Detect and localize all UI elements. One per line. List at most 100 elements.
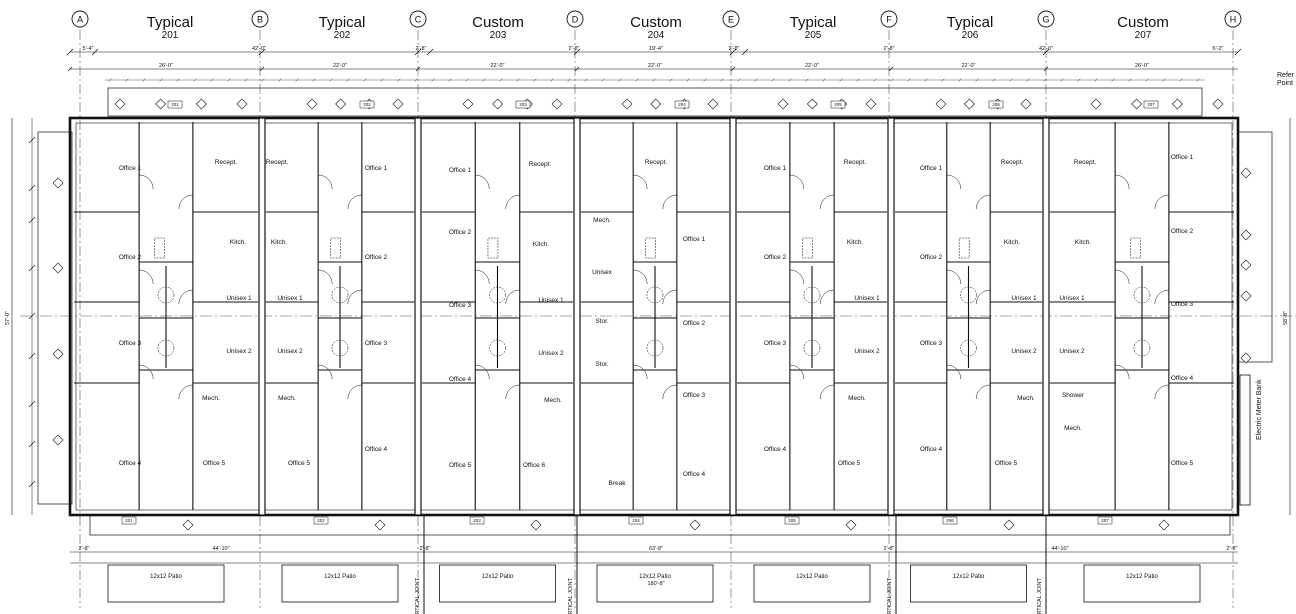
unit-number: 202 <box>334 30 351 41</box>
room-label: Office 3 <box>1171 301 1194 308</box>
window-tick <box>1196 78 1200 82</box>
unit-width-label: 22'-0" <box>333 63 347 69</box>
window-tick <box>822 78 826 82</box>
dimension-tick <box>258 48 266 56</box>
room-label: Unisex <box>592 269 613 276</box>
door-tag-label: 207 <box>1147 102 1155 107</box>
room-label: Office 5 <box>995 460 1018 467</box>
unit-number: 201 <box>162 30 179 41</box>
door-swing <box>475 269 490 285</box>
window-tag-icon <box>935 98 947 110</box>
bay-dimension-label: 2'-8" <box>884 46 895 52</box>
door-swing <box>1115 269 1130 285</box>
right-wall-bays <box>1237 131 1273 363</box>
window-tick <box>1179 78 1183 82</box>
room-label: Office 3 <box>119 340 142 347</box>
interior-wall-face <box>75 122 1233 511</box>
window-tick <box>108 78 112 82</box>
dimension-tick <box>1042 48 1050 56</box>
window-tick <box>635 78 639 82</box>
door-tag-label: 204 <box>678 102 686 107</box>
bottom-dimension-label: 44'-10" <box>212 546 229 552</box>
door-swing <box>178 289 193 305</box>
window-tick <box>1111 78 1115 82</box>
front-canopy <box>107 87 1203 117</box>
toilet-turning-circle <box>803 339 821 357</box>
kitchen-counter <box>1130 237 1141 259</box>
room-label: Stor. <box>595 361 609 368</box>
window-tick <box>1060 78 1064 82</box>
unit-number: 203 <box>490 30 507 41</box>
dimension-tick <box>28 480 36 488</box>
patio-slab <box>1083 564 1201 603</box>
room-label: Office 4 <box>449 376 472 383</box>
patio-label: 12x12 Patio <box>482 574 514 580</box>
room-label: Office 1 <box>365 165 388 172</box>
dimension-tick <box>67 66 73 72</box>
door-swing <box>662 289 677 305</box>
window-tick <box>601 78 605 82</box>
unit-number: 205 <box>805 30 822 41</box>
window-tick <box>550 78 554 82</box>
window-tag-icon <box>392 98 404 110</box>
dimension-tick <box>66 48 74 56</box>
patio-label: 12x12 Patio <box>1126 574 1158 580</box>
room-label: Unisex 1 <box>1011 295 1037 302</box>
door-tag-label: 206 <box>992 102 1000 107</box>
grid-bubble-label: C <box>415 14 422 24</box>
door-tag <box>942 516 958 525</box>
dimension-tick <box>28 264 36 272</box>
kitchen-counter <box>958 237 970 259</box>
toilet-turning-circle <box>331 339 349 357</box>
unit-titles-layer: Typical201Typical202Custom203Custom204Ty… <box>147 14 1169 41</box>
toilet-turning-circle <box>1133 339 1151 357</box>
door-swing <box>505 194 520 210</box>
patio-slab <box>753 564 871 603</box>
door-swing <box>139 269 154 285</box>
window-tag-icon <box>530 519 542 531</box>
grid-bubble-e <box>722 10 740 28</box>
room-label: Unisex 2 <box>1011 348 1037 355</box>
door-swing <box>789 364 805 380</box>
room-label: Office 4 <box>920 446 943 453</box>
window-tick <box>652 78 656 82</box>
door-swing <box>946 269 962 285</box>
window-tick <box>584 78 588 82</box>
rear-canopy <box>89 514 1231 536</box>
window-tag-icon <box>114 98 126 110</box>
door-swing <box>662 194 677 210</box>
window-tag-icon <box>335 98 347 110</box>
room-label: Office 3 <box>764 340 787 347</box>
window-tag-icon <box>1131 98 1143 110</box>
room-label: Office 4 <box>119 460 142 467</box>
door-swing <box>139 174 154 190</box>
door-tag-label: 203 <box>473 518 481 523</box>
dimension-tick <box>415 66 421 72</box>
window-tag-icon <box>462 98 474 110</box>
door-swing <box>633 174 648 190</box>
door-swing <box>975 194 991 210</box>
door-tag-label: 203 <box>519 102 527 107</box>
window-tag-icon <box>865 98 877 110</box>
window-tag-icon <box>551 98 563 110</box>
toilet-turning-circle <box>489 286 506 304</box>
room-label: Recept. <box>844 159 867 166</box>
window-tag-icon <box>845 519 857 531</box>
unit-number: 207 <box>1135 30 1152 41</box>
dimension-tick <box>1234 48 1242 56</box>
door-swing <box>475 174 490 190</box>
room-label: Unisex 2 <box>277 348 303 355</box>
grid-bubble-g <box>1037 10 1055 28</box>
window-tick <box>890 78 894 82</box>
door-swing <box>975 384 991 400</box>
room-label: Mech. <box>1017 395 1035 402</box>
dimension-tick <box>730 66 736 72</box>
room-label: Office 3 <box>449 302 472 309</box>
window-tag-icon <box>1240 229 1252 241</box>
room-label: Kitch. <box>230 239 246 246</box>
door-swing <box>475 364 490 380</box>
room-label: Unisex 2 <box>854 348 880 355</box>
grid-bubble-d <box>566 10 584 28</box>
door-tag <box>784 516 800 525</box>
door-tag <box>674 100 690 109</box>
